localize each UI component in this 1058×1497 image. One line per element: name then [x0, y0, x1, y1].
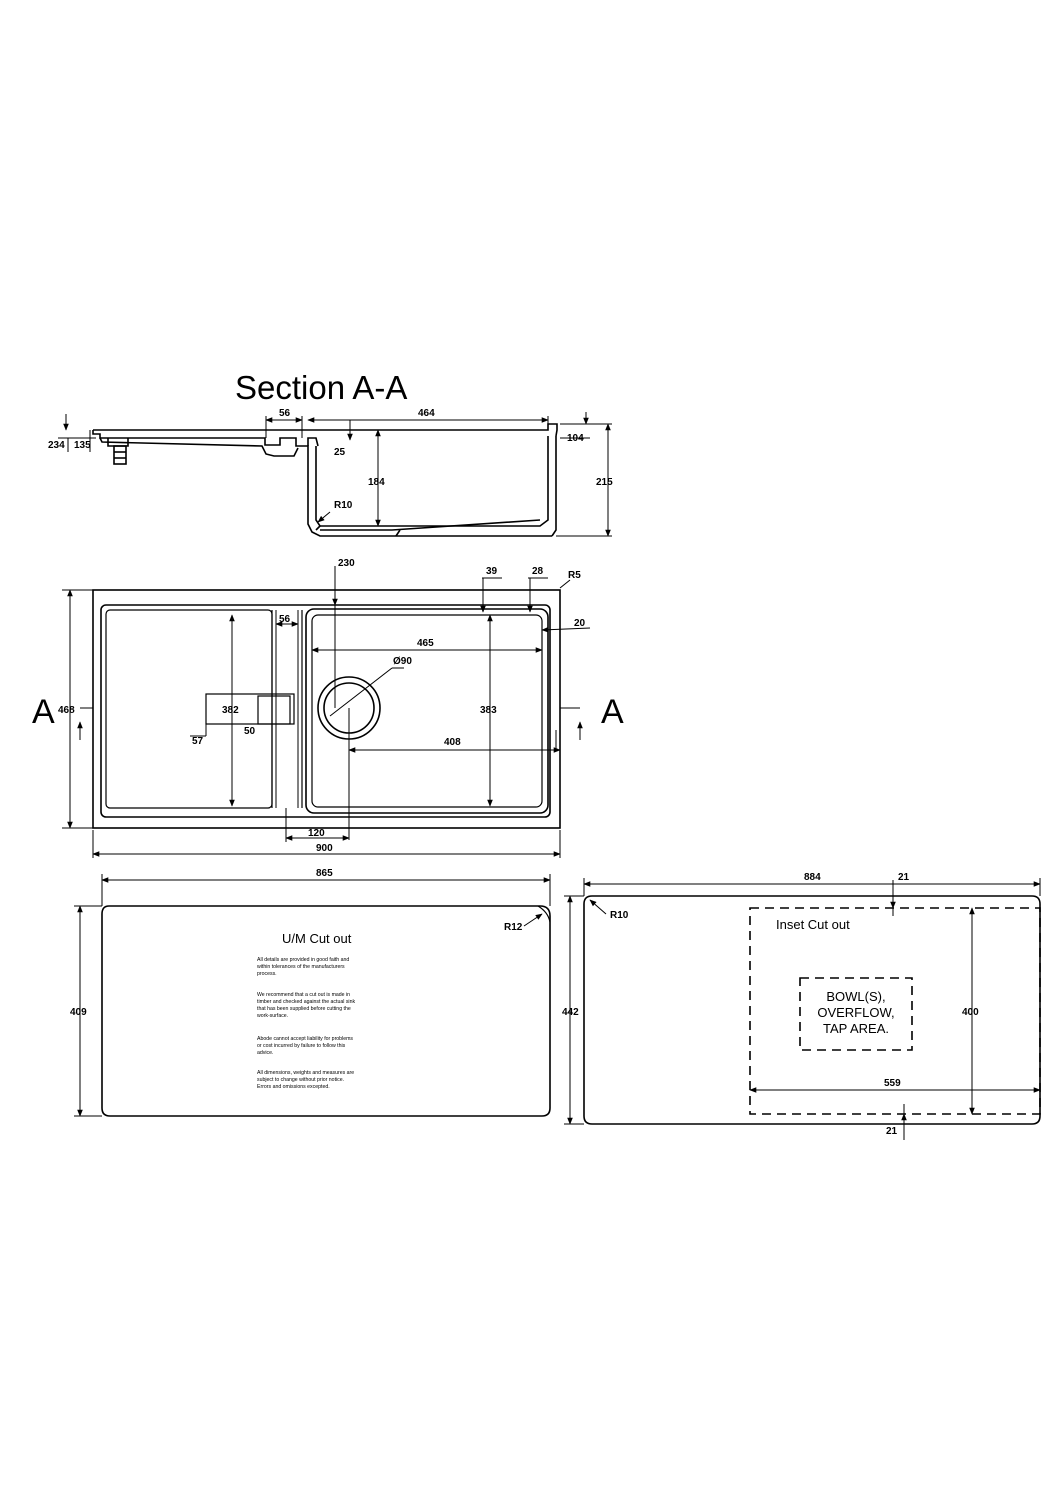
um-width: 865 — [316, 868, 333, 879]
dim-57: 57 — [192, 736, 204, 747]
um-note-line: subject to change without prior notice. — [257, 1077, 344, 1083]
dim-r5: R5 — [568, 570, 581, 581]
um-note-line: or cost incurred by failure to follow th… — [257, 1043, 346, 1049]
dim-28: 28 — [532, 566, 544, 577]
dim-25: 25 — [334, 447, 346, 458]
um-note-line: advice. — [257, 1050, 273, 1056]
dim-50: 50 — [244, 726, 256, 737]
dim-135: 135 — [74, 440, 91, 451]
inset-title: Inset Cut out — [776, 917, 850, 932]
um-notes: All details are provided in good faith a… — [257, 957, 355, 1090]
section-marker-right: A — [601, 693, 624, 731]
dim-56-plan: 56 — [279, 614, 291, 625]
um-radius: R12 — [504, 922, 523, 933]
dim-20: 20 — [574, 618, 586, 629]
inset-radius: R10 — [610, 910, 629, 921]
dim-184: 184 — [368, 477, 385, 488]
waste-outlet — [107, 438, 129, 465]
section-profile — [92, 423, 558, 537]
dim-215: 215 — [596, 477, 613, 488]
inset-area-line: OVERFLOW, — [817, 1005, 894, 1020]
inset-d21-bottom: 21 — [886, 1126, 898, 1137]
um-title: U/M Cut out — [282, 931, 352, 946]
sink-outline — [92, 589, 561, 829]
inset-width: 884 — [804, 872, 821, 883]
dim-464: 464 — [418, 408, 435, 419]
dim-468: 468 — [58, 705, 75, 716]
um-note-line: We recommend that a cut out is made in — [257, 992, 350, 998]
dim-r10-section: R10 — [334, 500, 353, 511]
section-title: Section A-A — [235, 369, 407, 406]
plan-view: A A 230 39 28 R5 56 20 465 Ø90 468 382 3… — [32, 558, 624, 858]
um-note-line: work-surface. — [257, 1013, 288, 1019]
dim-465: 465 — [417, 638, 434, 649]
um-note-line: that has been supplied before cutting th… — [257, 1006, 351, 1012]
dim-408: 408 — [444, 737, 461, 748]
dim-56-section: 56 — [279, 408, 291, 419]
dim-104: 104 — [567, 433, 584, 444]
dim-39: 39 — [486, 566, 498, 577]
um-note-line: All dimensions, weights and measures are — [257, 1070, 354, 1076]
dim-900: 900 — [316, 843, 333, 854]
dim-120: 120 — [308, 828, 325, 839]
um-cutout: 865 409 R12 U/M Cut out All details are … — [70, 868, 551, 1117]
inset-d400: 400 — [962, 1007, 979, 1018]
um-note-line: Abode cannot accept liability for proble… — [257, 1036, 353, 1042]
section-view: Section A-A — [48, 369, 613, 537]
dim-230: 230 — [338, 558, 355, 569]
dim-383: 383 — [480, 705, 497, 716]
um-note-line: All details are provided in good faith a… — [257, 957, 349, 963]
um-note-line: Errors and omissions excepted. — [257, 1084, 330, 1090]
dim-234: 234 — [48, 440, 65, 451]
dim-382: 382 — [222, 705, 239, 716]
inset-d21-top: 21 — [898, 872, 910, 883]
inset-area-line: BOWL(S), — [826, 989, 885, 1004]
um-note-line: within tolerances of the manufacturers — [257, 964, 345, 970]
um-note-line: timber and checked against the actual si… — [257, 999, 355, 1005]
inset-cut-boundary — [749, 907, 1041, 1115]
inset-area-label: BOWL(S), OVERFLOW, TAP AREA. — [817, 989, 894, 1036]
um-note-line: process. — [257, 971, 277, 977]
dim-o90: Ø90 — [393, 656, 412, 667]
inset-d559: 559 — [884, 1078, 901, 1089]
inset-area-line: TAP AREA. — [823, 1021, 889, 1036]
bowl-area-boundary — [799, 977, 913, 1051]
section-marker-left: A — [32, 693, 55, 731]
um-height: 409 — [70, 1007, 87, 1018]
inset-height: 442 — [562, 1007, 579, 1018]
inset-cutout: 884 21 442 400 559 21 R10 Inset Cut out … — [562, 872, 1041, 1140]
